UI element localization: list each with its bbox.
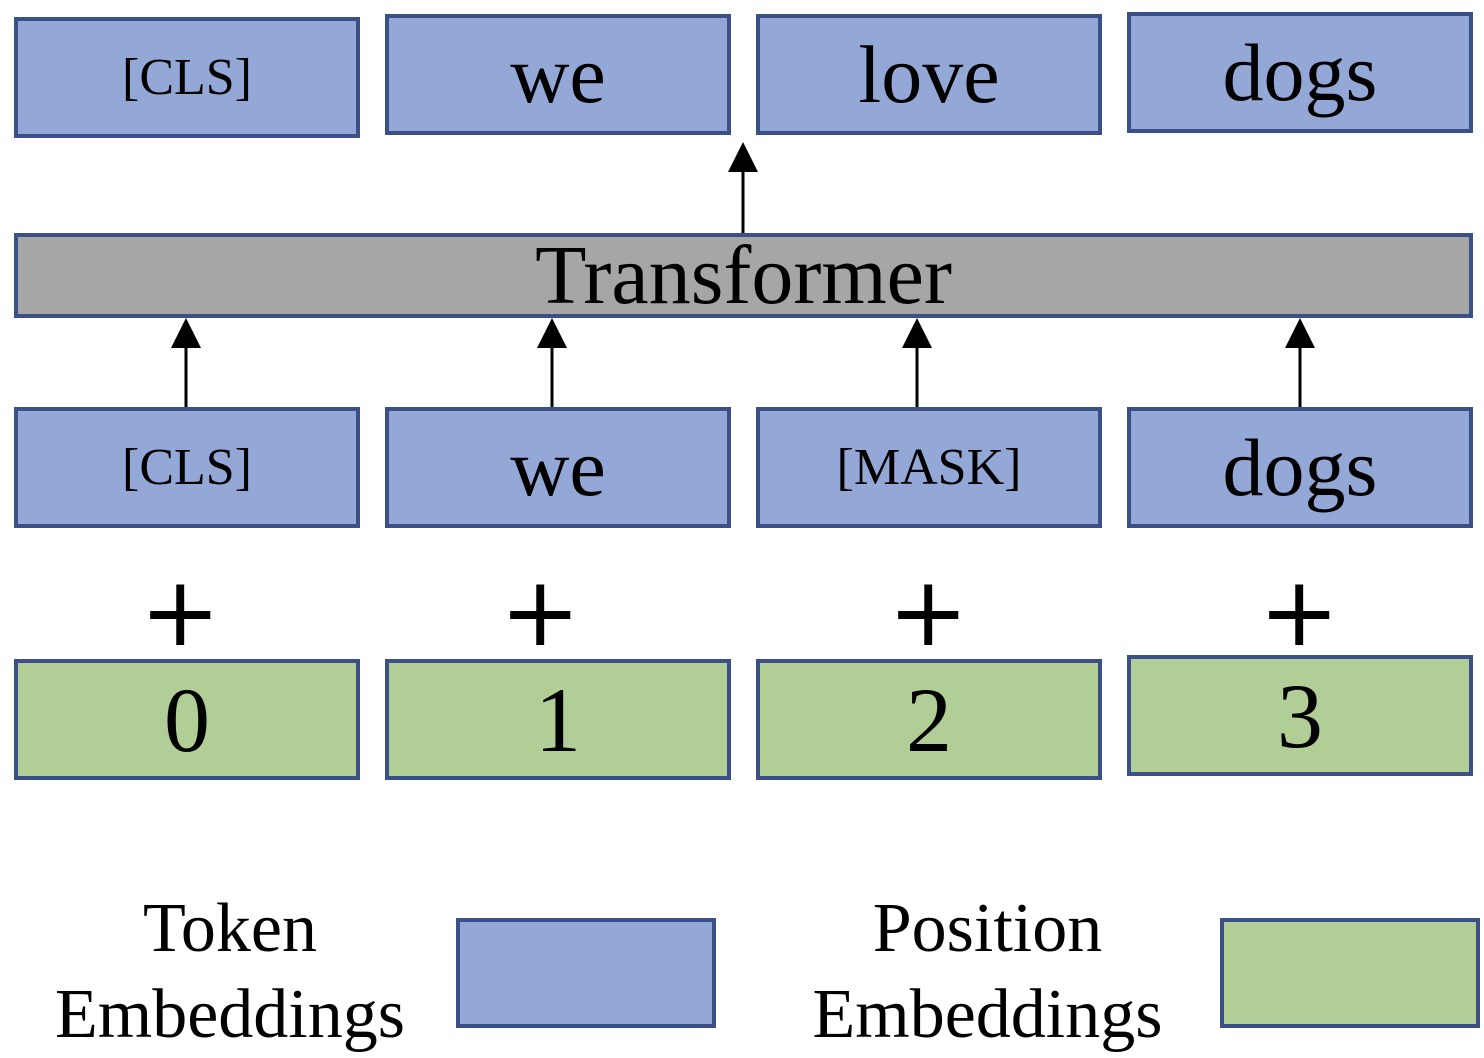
- legend-position-swatch: [1220, 918, 1480, 1028]
- arrowhead-input-0: [171, 318, 201, 348]
- position-embedding-3: 3: [1127, 655, 1473, 776]
- legend-token-swatch: [456, 918, 716, 1028]
- arrowhead-input-2: [902, 318, 932, 348]
- input-token-dogs: dogs: [1127, 407, 1473, 528]
- legend-token-line2: Embeddings: [55, 976, 405, 1053]
- legend-token-line1: Token: [143, 890, 317, 967]
- plus-sign-0: +: [140, 556, 221, 668]
- legend-position-line2: Embeddings: [812, 976, 1163, 1053]
- legend-token-label: Token Embeddings: [40, 886, 420, 1058]
- input-token-we: we: [385, 407, 731, 528]
- legend-position-line1: Position: [872, 890, 1103, 967]
- plus-sign-3: +: [1259, 556, 1340, 668]
- output-token-dogs: dogs: [1127, 12, 1473, 133]
- output-token-love: love: [756, 14, 1102, 135]
- position-embedding-1: 1: [385, 659, 731, 780]
- input-token-mask: [MASK]: [756, 407, 1102, 528]
- arrowhead-input-3: [1285, 318, 1315, 348]
- output-token-cls: [CLS]: [14, 17, 360, 138]
- output-token-we: we: [385, 14, 731, 135]
- position-embedding-0: 0: [14, 659, 360, 780]
- position-embedding-2: 2: [756, 659, 1102, 780]
- arrowhead-transformer-to-love: [728, 142, 758, 172]
- input-token-cls: [CLS]: [14, 407, 360, 528]
- plus-sign-1: +: [500, 556, 581, 668]
- legend-position-label: Position Embeddings: [795, 886, 1180, 1058]
- transformer-block: Transformer: [14, 233, 1473, 318]
- arrowhead-input-1: [537, 318, 567, 348]
- plus-sign-2: +: [888, 556, 969, 668]
